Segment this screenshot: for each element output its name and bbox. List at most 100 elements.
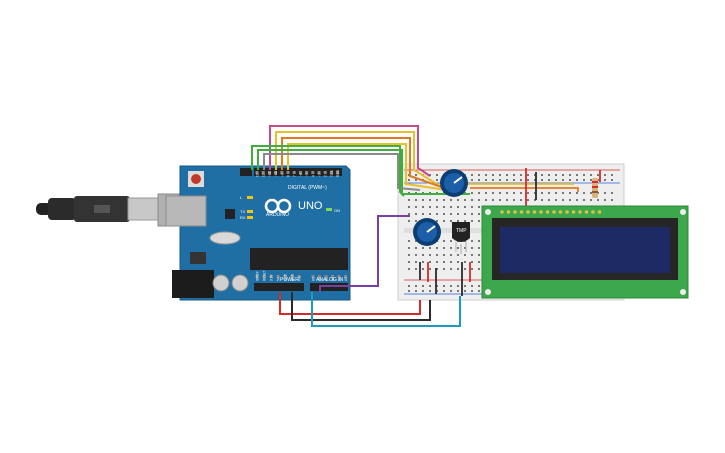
rail-hole[interactable]	[457, 290, 459, 292]
rail-hole[interactable]	[415, 290, 417, 292]
breadboard-hole[interactable]	[464, 247, 466, 249]
power-pin[interactable]	[297, 275, 301, 278]
lcd-pin[interactable]	[545, 210, 550, 214]
rail-hole[interactable]	[408, 179, 410, 181]
breadboard-hole[interactable]	[499, 199, 501, 201]
breadboard-hole[interactable]	[527, 192, 529, 194]
breadboard-hole[interactable]	[541, 192, 543, 194]
power-pin[interactable]	[283, 275, 287, 278]
breadboard-hole[interactable]	[534, 199, 536, 201]
breadboard-hole[interactable]	[478, 247, 480, 249]
breadboard-hole[interactable]	[604, 199, 606, 201]
breadboard-hole[interactable]	[408, 199, 410, 201]
breadboard-hole[interactable]	[408, 213, 410, 215]
power-pin[interactable]	[255, 275, 259, 278]
breadboard-hole[interactable]	[450, 213, 452, 215]
rail-hole[interactable]	[429, 285, 431, 287]
breadboard-hole[interactable]	[471, 206, 473, 208]
rail-hole[interactable]	[408, 290, 410, 292]
rail-hole[interactable]	[576, 179, 578, 181]
breadboard-hole[interactable]	[422, 199, 424, 201]
digital-wires[interactable]	[251, 125, 470, 197]
digital-pin[interactable]	[261, 171, 265, 174]
rail-hole[interactable]	[450, 285, 452, 287]
breadboard-hole[interactable]	[436, 213, 438, 215]
breadboard-hole[interactable]	[471, 213, 473, 215]
breadboard-hole[interactable]	[457, 213, 459, 215]
breadboard-hole[interactable]	[450, 206, 452, 208]
rail-hole[interactable]	[499, 179, 501, 181]
wire-green-2[interactable]	[251, 145, 405, 197]
breadboard-hole[interactable]	[471, 240, 473, 242]
breadboard-hole[interactable]	[436, 254, 438, 256]
rail-hole[interactable]	[422, 290, 424, 292]
breadboard-hole[interactable]	[534, 192, 536, 194]
digital-pin[interactable]	[255, 171, 259, 174]
lcd-pin[interactable]	[565, 210, 569, 214]
breadboard-hole[interactable]	[471, 220, 473, 222]
temperature-sensor-icon[interactable]: TMP	[452, 222, 470, 254]
breadboard-hole[interactable]	[436, 206, 438, 208]
breadboard-hole[interactable]	[415, 268, 417, 270]
rail-hole[interactable]	[569, 179, 571, 181]
breadboard-hole[interactable]	[471, 261, 473, 263]
rail-hole[interactable]	[548, 179, 550, 181]
breadboard-hole[interactable]	[429, 206, 431, 208]
rail-hole[interactable]	[604, 174, 606, 176]
rail-hole[interactable]	[457, 285, 459, 287]
breadboard-hole[interactable]	[443, 247, 445, 249]
digital-pin[interactable]	[317, 171, 321, 174]
breadboard-hole[interactable]	[408, 268, 410, 270]
breadboard-hole[interactable]	[555, 192, 557, 194]
analog-pin[interactable]	[344, 275, 347, 278]
breadboard-hole[interactable]	[429, 268, 431, 270]
lcd-pin[interactable]	[578, 210, 582, 214]
breadboard-hole[interactable]	[408, 261, 410, 263]
breadboard-hole[interactable]	[478, 240, 480, 242]
breadboard-hole[interactable]	[548, 192, 550, 194]
breadboard-hole[interactable]	[562, 199, 564, 201]
breadboard-hole[interactable]	[436, 199, 438, 201]
rail-hole[interactable]	[492, 179, 494, 181]
breadboard-hole[interactable]	[478, 199, 480, 201]
breadboard-hole[interactable]	[408, 254, 410, 256]
digital-pin[interactable]	[292, 171, 296, 174]
digital-pin[interactable]	[267, 171, 271, 174]
potentiometer-icon[interactable]	[413, 218, 441, 246]
breadboard-hole[interactable]	[611, 192, 613, 194]
rail-hole[interactable]	[436, 285, 438, 287]
breadboard-hole[interactable]	[590, 192, 592, 194]
breadboard-hole[interactable]	[555, 199, 557, 201]
breadboard-hole[interactable]	[415, 220, 417, 222]
breadboard-hole[interactable]	[457, 268, 459, 270]
lcd-pin[interactable]	[532, 210, 537, 214]
lcd-pin[interactable]	[519, 210, 524, 214]
rail-hole[interactable]	[520, 179, 522, 181]
breadboard-hole[interactable]	[450, 247, 452, 249]
breadboard-hole[interactable]	[506, 192, 508, 194]
breadboard-hole[interactable]	[478, 268, 480, 270]
breadboard-hole[interactable]	[604, 192, 606, 194]
rail-hole[interactable]	[527, 179, 529, 181]
breadboard-hole[interactable]	[450, 261, 452, 263]
breadboard-hole[interactable]	[485, 199, 487, 201]
breadboard-hole[interactable]	[464, 206, 466, 208]
power-pin[interactable]	[290, 275, 294, 278]
breadboard-hole[interactable]	[450, 254, 452, 256]
breadboard-hole[interactable]	[520, 192, 522, 194]
potentiometer-icon[interactable]	[440, 169, 468, 197]
breadboard-hole[interactable]	[457, 261, 459, 263]
breadboard-hole[interactable]	[422, 261, 424, 263]
breadboard-hole[interactable]	[478, 261, 480, 263]
breadboard-hole[interactable]	[611, 199, 613, 201]
rail-hole[interactable]	[513, 179, 515, 181]
breadboard-hole[interactable]	[450, 240, 452, 242]
wire-black-gnd[interactable]	[291, 292, 431, 321]
breadboard-hole[interactable]	[492, 199, 494, 201]
rail-hole[interactable]	[485, 179, 487, 181]
digital-pin[interactable]	[298, 171, 302, 174]
breadboard-hole[interactable]	[590, 199, 592, 201]
lcd-pin[interactable]	[558, 210, 563, 214]
wire-orange[interactable]	[281, 137, 451, 191]
